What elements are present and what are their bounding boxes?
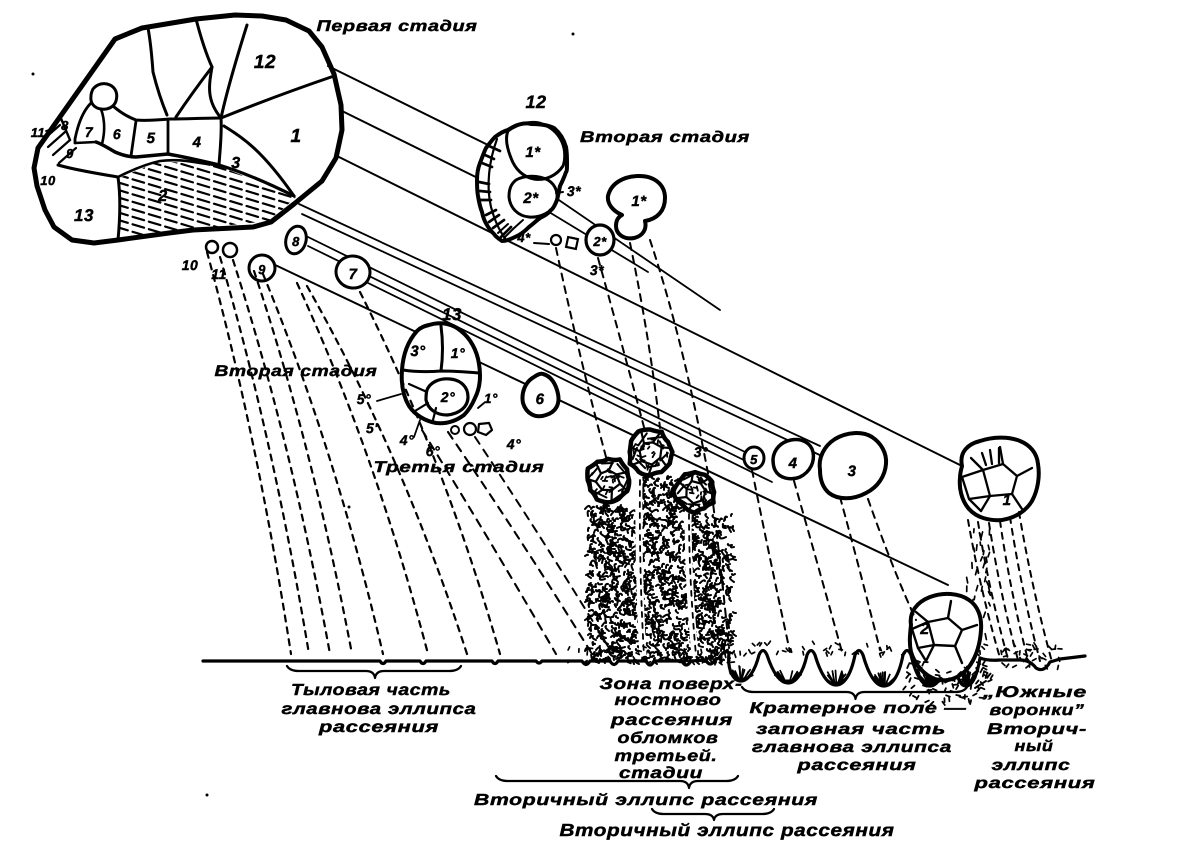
svg-text:Первая стадия: Первая стадия [317, 18, 478, 35]
svg-text:4: 4 [192, 134, 202, 151]
svg-text:Зона поверх-: Зона поверх- [600, 676, 743, 693]
svg-text:4: 4 [788, 455, 798, 472]
svg-text:9: 9 [258, 262, 266, 277]
svg-text:третьей.: третьей. [615, 748, 718, 765]
svg-text:рассеяния: рассеяния [973, 775, 1095, 792]
svg-text:ный: ный [1015, 738, 1054, 755]
svg-text:3: 3 [848, 463, 857, 480]
svg-text:ностново: ностново [615, 692, 722, 709]
svg-text:5': 5' [366, 420, 378, 436]
svg-text:6: 6 [536, 391, 545, 408]
svg-text:4°: 4° [399, 432, 414, 448]
svg-text:13: 13 [74, 206, 94, 225]
svg-text:2*: 2* [522, 190, 539, 207]
svg-text:Вторая стадия: Вторая стадия [580, 129, 750, 146]
svg-text:3*: 3* [567, 183, 581, 199]
svg-text:12: 12 [525, 92, 546, 112]
svg-text:10: 10 [182, 257, 199, 273]
svg-text:главнова эллипса: главнова эллипса [282, 701, 477, 718]
svg-text:8: 8 [292, 234, 300, 249]
svg-text:заповная часть: заповная часть [756, 721, 946, 738]
svg-text:рассеяния: рассеяния [318, 719, 439, 736]
svg-text:эллипс: эллипс [992, 757, 1071, 774]
svg-text:13: 13 [442, 305, 462, 324]
svg-text:2*: 2* [592, 234, 607, 249]
svg-text:1°: 1° [451, 345, 465, 361]
svg-text:5: 5 [750, 452, 758, 467]
svg-text:6: 6 [113, 126, 121, 142]
svg-text:10: 10 [40, 173, 56, 188]
svg-text:5: 5 [147, 130, 156, 147]
svg-text:рассеяния: рассеяния [610, 712, 733, 729]
svg-text:3*: 3* [590, 262, 604, 278]
svg-text:1*: 1* [631, 193, 647, 210]
svg-text:1°: 1° [484, 391, 498, 406]
svg-text:7: 7 [349, 266, 358, 283]
svg-text:3°: 3° [410, 343, 426, 360]
svg-text:1*: 1* [525, 144, 541, 161]
svg-text:7: 7 [85, 124, 94, 140]
svg-text:воронки”: воронки” [990, 702, 1085, 719]
svg-text:„Южные: „Южные [982, 684, 1087, 701]
svg-text:Вторич-: Вторич- [987, 721, 1087, 738]
svg-text:1: 1 [1003, 492, 1012, 509]
svg-text:9: 9 [66, 146, 74, 161]
svg-text:Вторичный эллипс рассеяния: Вторичный эллипс рассеяния [560, 820, 895, 840]
svg-text:3: 3 [231, 155, 240, 172]
svg-text:главнова эллипса: главнова эллипса [752, 739, 952, 756]
svg-text:2: 2 [157, 188, 167, 205]
svg-text:2°: 2° [440, 389, 455, 405]
svg-text:Третья стадия: Третья стадия [374, 459, 545, 476]
svg-text:обломков: обломков [618, 730, 719, 747]
svg-text:8: 8 [61, 118, 69, 133]
svg-text:рассеяния: рассеяния [796, 757, 916, 774]
svg-text:11: 11 [31, 125, 46, 140]
svg-text:Тыловая часть: Тыловая часть [291, 682, 451, 699]
svg-text:стадии: стадии [619, 765, 703, 782]
svg-text:Кратерное поле —: Кратерное поле — [750, 700, 967, 717]
svg-text:Вторичный эллипс рассеяния: Вторичный эллипс рассеяния [474, 792, 818, 809]
svg-text:4*: 4* [516, 230, 531, 245]
svg-text:12: 12 [254, 52, 276, 73]
svg-text:1: 1 [290, 126, 301, 147]
svg-text:3°: 3° [694, 444, 708, 460]
svg-text:2: 2 [919, 621, 929, 638]
svg-text:4°: 4° [506, 436, 521, 452]
